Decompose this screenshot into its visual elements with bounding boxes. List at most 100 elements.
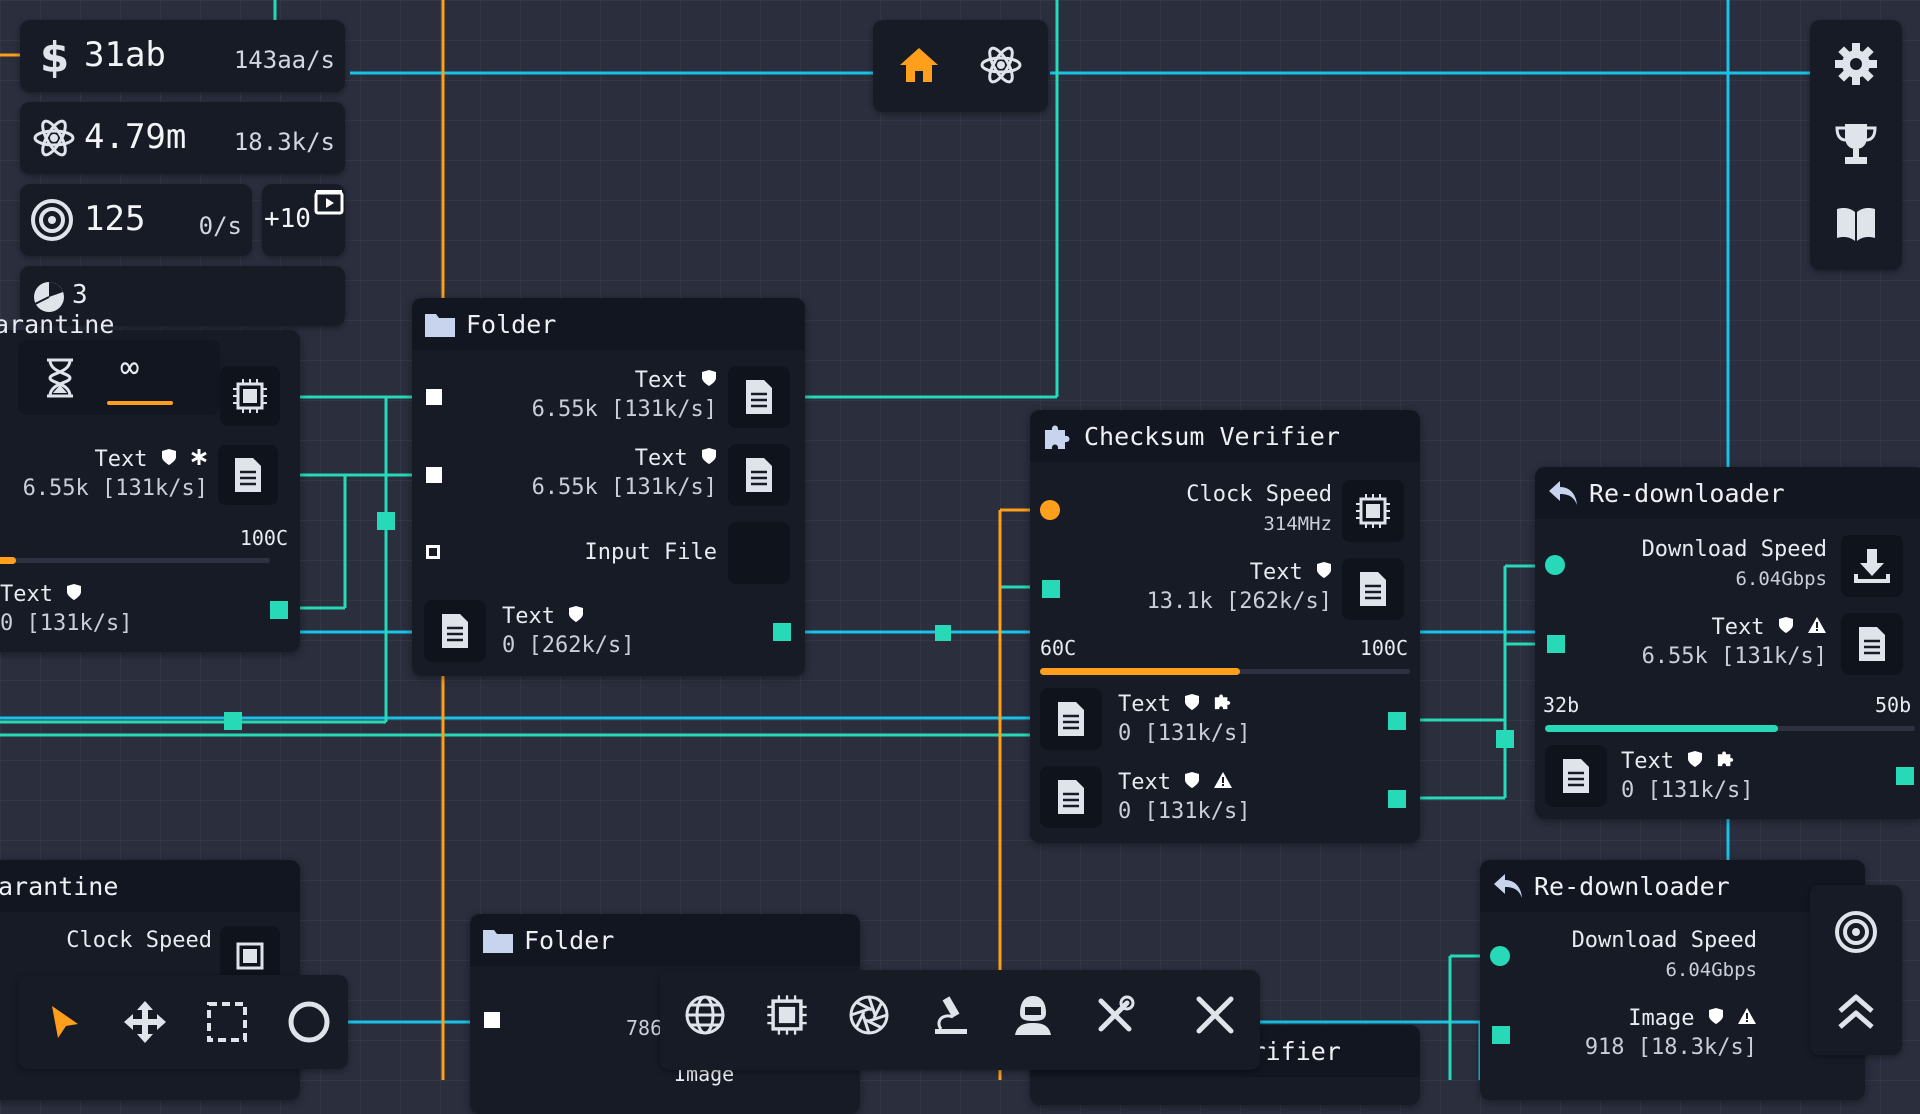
pointer-tool[interactable] [27,985,101,1059]
folder-bottom-header[interactable]: Folder [470,914,860,966]
left-output-port[interactable] [270,601,288,619]
research-value: 4.79m [84,117,187,157]
document-icon [442,614,468,648]
puzzle-icon [1215,694,1231,710]
folder-input-port-1[interactable] [426,389,442,405]
hourglass-icon[interactable] [43,357,77,399]
cpu-icon [236,942,264,970]
redownloader-output-port[interactable] [1896,767,1914,785]
folder-node-header[interactable]: Folder [412,298,805,350]
left-temp: 100C [239,526,288,550]
redownloader-bottom-header[interactable]: Re-downloader [1480,860,1865,912]
pie-value: 3 [72,280,88,310]
money-rate: 143aa/s [233,46,335,74]
folder-icon [425,314,455,337]
redownloader-file-slot[interactable] [1841,613,1903,675]
scroll-up-button[interactable] [1820,976,1892,1048]
redownloader-bottom-image: Image 918 [18.3k/s] [1584,1006,1757,1060]
folder-node[interactable]: Folder Text 6.55k [131k/s] Text 6.55k [1… [412,298,805,676]
download-icon [1854,549,1890,583]
cpu-tool[interactable] [750,978,824,1052]
redownloader-input-port[interactable] [1547,635,1565,653]
target-button[interactable] [1820,896,1892,968]
research-lab-tool[interactable] [914,978,988,1052]
achievements-button[interactable] [1820,108,1892,180]
document-icon [235,458,261,492]
folder-file-slot-2[interactable] [728,444,790,506]
checksum-temp-fill [1040,668,1240,675]
home-button[interactable] [882,28,956,102]
home-icon [900,48,938,82]
checksum-file-slot[interactable] [1342,558,1404,620]
shield-icon [1688,751,1703,767]
folder-input-file-slot[interactable] [728,522,790,584]
trophy-icon [1835,124,1877,164]
checksum-temp-max: 100C [1359,636,1408,660]
folder-output: Text 0 [262k/s] [502,604,635,658]
redownloader-download-slot[interactable] [1841,535,1903,597]
checksum-clock-port[interactable] [1040,500,1060,520]
checksum-verifier-node[interactable]: Checksum Verifier Clock Speed 314MHz Tex… [1030,410,1420,843]
shield-icon [1185,694,1200,710]
folder-input-port-2[interactable] [426,467,442,483]
network-tool[interactable] [668,978,742,1052]
target-rate: 0/s [198,212,242,240]
hacker-tool[interactable] [996,978,1070,1052]
redownloader-speed-port[interactable] [1545,555,1565,575]
quarantine-node-left[interactable]: arantine ∞ Text 6.55k [131k/s] 100C Text… [0,310,300,652]
checksum-cpu-slot[interactable] [1342,480,1404,542]
select-icon [207,1002,247,1042]
left-temp-fill [0,557,16,564]
checksum-input-text: Text 13.1k [262k/s] [1146,560,1332,614]
redownloader-node-bottom[interactable]: Re-downloader Download Speed 6.04Gbps Im… [1480,860,1865,1100]
reply-arrow-icon [1549,481,1577,505]
snowflake-icon [191,449,207,465]
redownloader-bottom-speed-port[interactable] [1490,946,1510,966]
move-tool[interactable] [108,985,182,1059]
checksum-node-header[interactable]: Checksum Verifier [1030,410,1420,462]
gear-icon [1835,43,1877,85]
pie-panel: 3 [20,266,345,326]
quarantine-bottom-header[interactable]: arantine [0,860,300,912]
checksum-output-port-2[interactable] [1388,790,1406,808]
redownloader-bottom-image-port[interactable] [1492,1026,1510,1044]
folder-output-port[interactable] [773,623,791,641]
redownloader-range-fill [1545,725,1778,732]
shield-icon [1708,1008,1723,1024]
infinity-label: ∞ [120,348,140,386]
fan-tool[interactable] [832,978,906,1052]
money-value: 31ab [84,35,166,75]
circle-tool[interactable] [272,985,346,1059]
folder-input-port-3[interactable] [426,545,440,559]
quarantine-bottom-clock: Clock Speed [66,928,212,953]
cpu-slot[interactable] [220,366,280,426]
file-slot[interactable] [218,445,278,505]
settings-button[interactable] [1820,28,1892,100]
bonus-button[interactable]: +10 [262,184,345,256]
microscope-icon [935,996,967,1034]
checksum-input-port[interactable] [1042,580,1060,598]
target-value: 125 [84,199,146,239]
checksum-clock: Clock Speed 314MHz [1186,482,1332,535]
node-title-partial: arantine [0,310,115,339]
close-tools-tool[interactable] [1178,978,1252,1052]
tools-tool[interactable] [1078,978,1152,1052]
checksum-out2: Text 0 [131k/s] [1118,770,1251,824]
select-tool[interactable] [190,985,264,1059]
redownloader-node-header[interactable]: Re-downloader [1535,467,1920,519]
guide-button[interactable] [1820,188,1892,260]
target-icon [1835,911,1877,953]
chevrons-up-icon [1838,994,1874,1029]
research-button[interactable] [964,28,1038,102]
left-temp-bar [0,558,270,563]
folder-file-slot-1[interactable] [728,366,790,428]
checksum-output-port-1[interactable] [1388,712,1406,730]
atom-icon [33,119,75,157]
folder-bottom-input-port[interactable] [484,1012,500,1028]
redownloader-node[interactable]: Re-downloader Download Speed 6.04Gbps Te… [1535,467,1920,819]
globe-icon [685,995,725,1035]
shield-icon [702,370,716,386]
infinity-progress [107,401,173,405]
warning-icon [1738,1008,1756,1024]
redownloader-range-min: 32b [1543,693,1580,717]
